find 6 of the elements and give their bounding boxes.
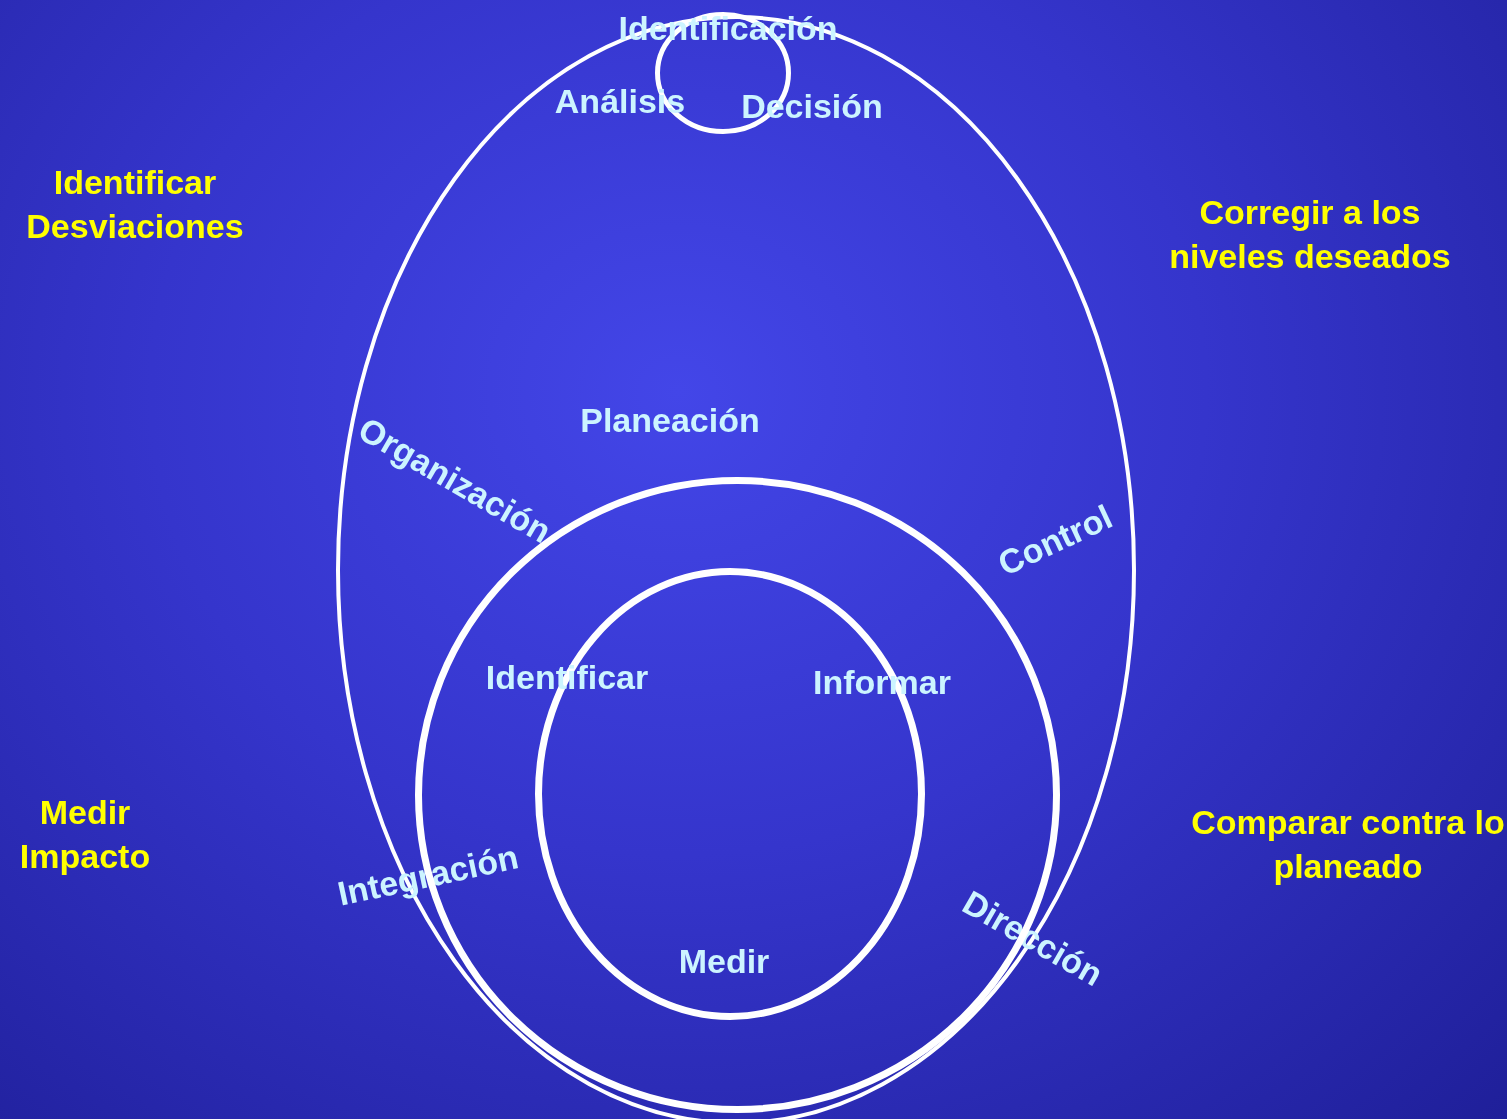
stage-label: Medir: [678, 944, 770, 978]
step-note: Corregir a los niveles deseados: [1168, 191, 1452, 277]
step-note: Comparar contra lo planeado: [1190, 801, 1506, 887]
stage-label: Planeación: [580, 403, 760, 437]
step-note: Medir Impacto: [18, 791, 152, 877]
step-note: Identificar Desviaciones: [25, 161, 245, 247]
